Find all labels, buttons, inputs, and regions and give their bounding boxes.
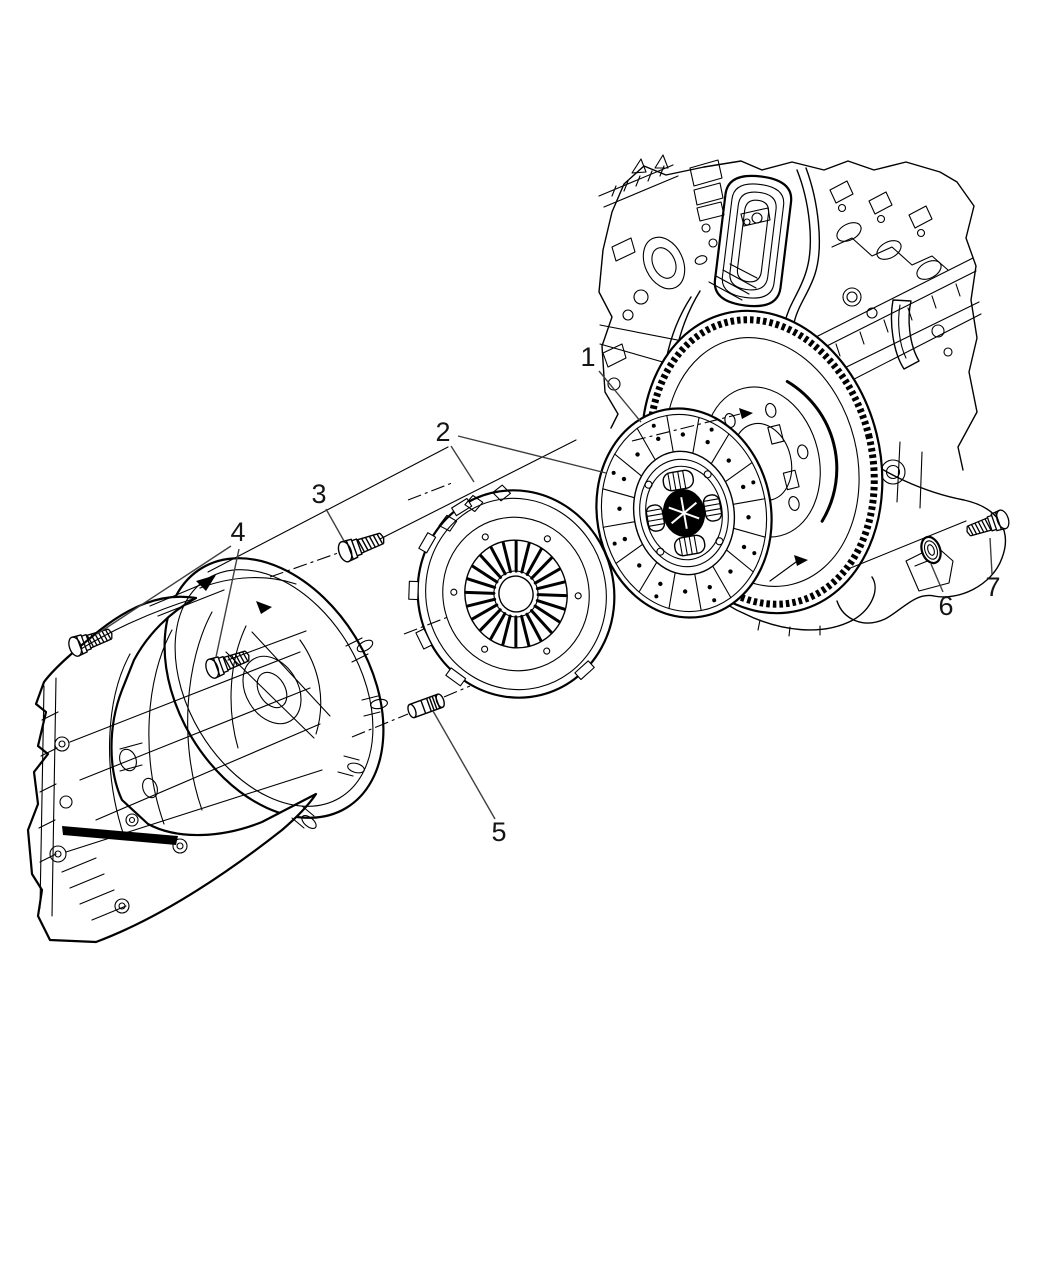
diaphragm-fingers (464, 539, 568, 649)
dowel-pin-5 (407, 693, 445, 719)
callout-4-label: 4 (230, 517, 245, 547)
callout-7-leader (989, 537, 993, 575)
centerline-arrow (739, 408, 753, 419)
callout-leaders (96, 370, 993, 820)
callout-2-leader-a (450, 445, 475, 483)
callout-5-label: 5 (491, 817, 506, 847)
callout-1-leader (598, 370, 642, 423)
callout-2-leader-b (457, 435, 607, 474)
callout-4-leader-b (215, 548, 240, 658)
bolt-7 (963, 507, 1012, 542)
callout-3-label: 3 (311, 479, 326, 509)
damper-spring (702, 494, 723, 522)
callout-3-leader (325, 508, 345, 542)
damper-spring (673, 534, 706, 557)
pressure-plate (408, 484, 616, 699)
damper-spring (645, 504, 666, 532)
bellhousing-rim (163, 557, 385, 819)
callout-4-leader-a (96, 545, 232, 635)
ring-gear-teeth (646, 316, 878, 608)
callout-2-label: 2 (435, 417, 450, 447)
callout-numbers: 1 2 3 4 5 6 7 (230, 342, 1000, 847)
centerlines (207, 408, 967, 738)
callout-7-label: 7 (985, 572, 1000, 602)
callout-5-leader (432, 710, 496, 820)
callout-6-label: 6 (938, 591, 953, 621)
friction-segments (602, 414, 766, 612)
intake-opening (713, 174, 793, 308)
bolt-3 (335, 527, 388, 565)
callout-1-label: 1 (580, 342, 595, 372)
clutch-disc (595, 407, 773, 619)
rivets (611, 423, 757, 603)
callout-6-leader (930, 563, 944, 593)
cover-lugs (408, 497, 595, 687)
transmission (26, 557, 388, 944)
